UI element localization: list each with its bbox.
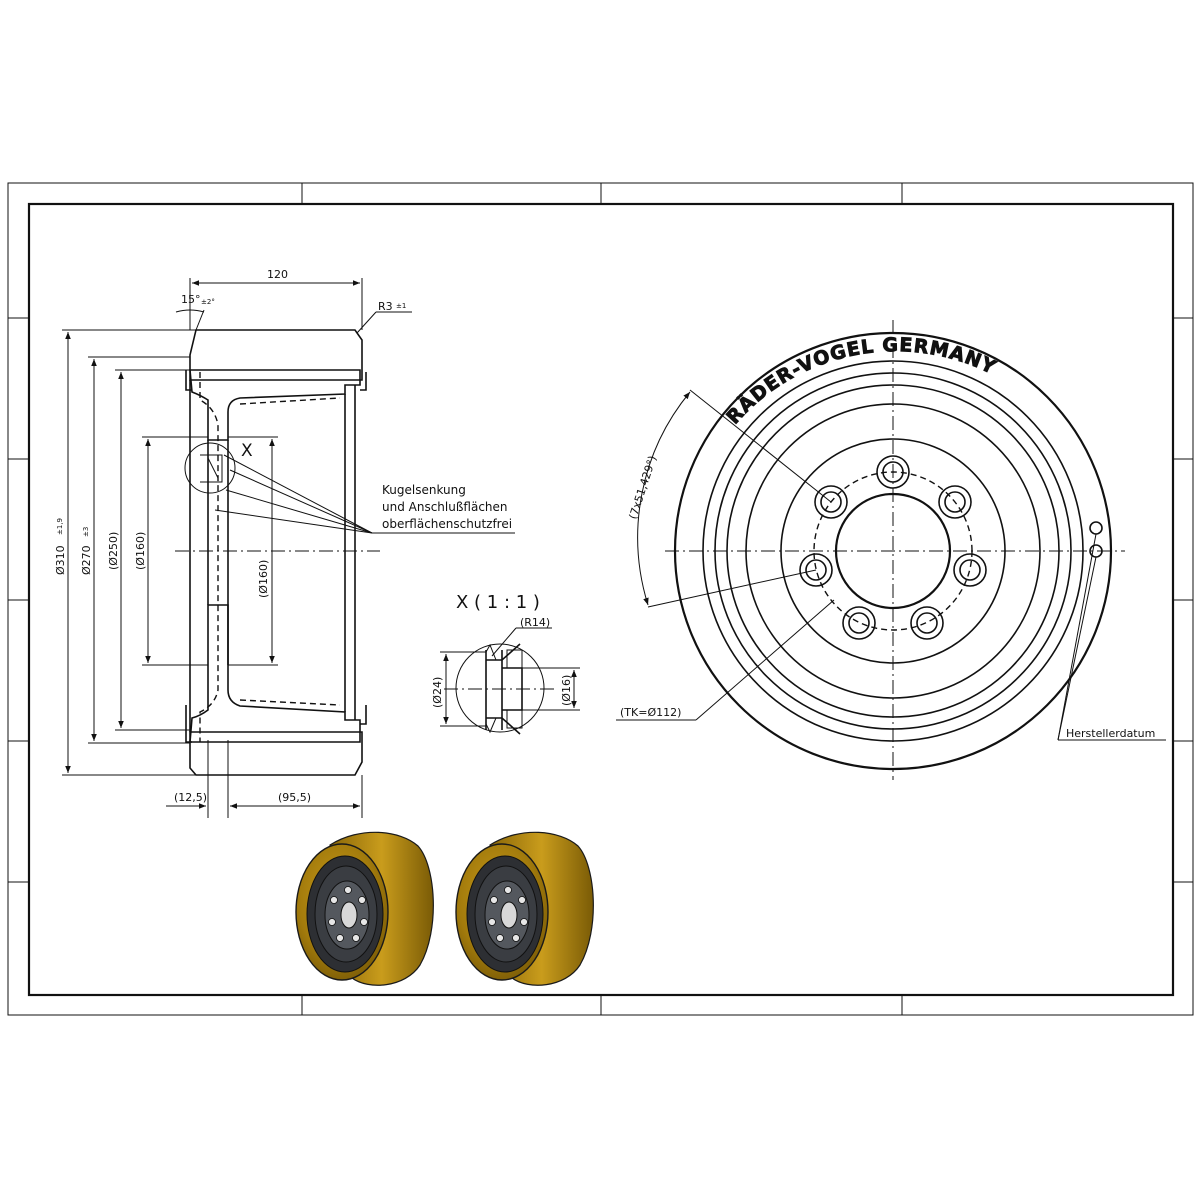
detail-x-circle: [184, 442, 236, 494]
detail-marker-label: X: [241, 441, 253, 461]
dim-radius-tol: ±1: [396, 302, 406, 310]
section-view: X 120 15° ±2° R3 ±1 Ø310 ±1,9 Ø270 ±3 (Ø…: [54, 268, 515, 818]
wheel-render-left: [295, 831, 434, 986]
bolt-holes: [799, 455, 987, 640]
dim-offset-right-label: (95,5): [278, 791, 311, 804]
dim-width-label: 120: [267, 268, 288, 281]
dim-tread-label: Ø270: [80, 545, 93, 575]
dim-outer-tol: ±1,9: [56, 518, 64, 535]
detail-radius-label: (R14): [520, 616, 550, 629]
dim-hub-left-label: (Ø160): [134, 532, 147, 570]
note-line-1: Kugelsenkung: [382, 483, 466, 497]
dim-rim-label: (Ø250): [107, 532, 120, 570]
rim-section-bottom: [189, 604, 361, 743]
dim-radius-label: R3: [378, 300, 393, 313]
note-line-3: oberflächenschutzfrei: [382, 517, 512, 531]
drawing-frame: [7, 182, 1194, 1016]
note-line-2: und Anschlußflächen: [382, 500, 508, 514]
rim-section-top: [189, 369, 361, 441]
tread-section-top: [189, 329, 363, 381]
detail-circle: [455, 643, 545, 733]
detail-outer-label: (Ø24): [431, 677, 444, 708]
dim-tread-tol: ±3: [82, 527, 90, 537]
front-view: RÄDER-VOGEL GERMANY (7x51,429°) (TK=Ø112…: [616, 320, 1166, 780]
detail-view: X ( 1 : 1 ) (R14) (Ø24) (Ø16): [431, 592, 580, 735]
herstellerdatum-label: Herstellerdatum: [1066, 727, 1155, 740]
dim-angle-label: 15°: [181, 293, 201, 306]
detail-inner-label: (Ø16): [560, 675, 573, 706]
dim-offset-left-label: (12,5): [174, 791, 207, 804]
dim-hub-inner-label: (Ø160): [257, 560, 270, 598]
dim-pitch-label: (TK=Ø112): [620, 706, 681, 719]
wheel-render-right: [455, 831, 594, 986]
dim-angle-front-label: (7x51,429°): [626, 454, 659, 521]
brand-text: RÄDER-VOGEL GERMANY: [722, 334, 999, 428]
dim-angle-tol: ±2°: [201, 298, 215, 306]
date-marker-upper: [1089, 521, 1103, 535]
detail-title: X ( 1 : 1 ): [456, 592, 540, 613]
dim-outer-label: Ø310: [54, 545, 67, 575]
tread-section-bottom: [189, 731, 363, 776]
